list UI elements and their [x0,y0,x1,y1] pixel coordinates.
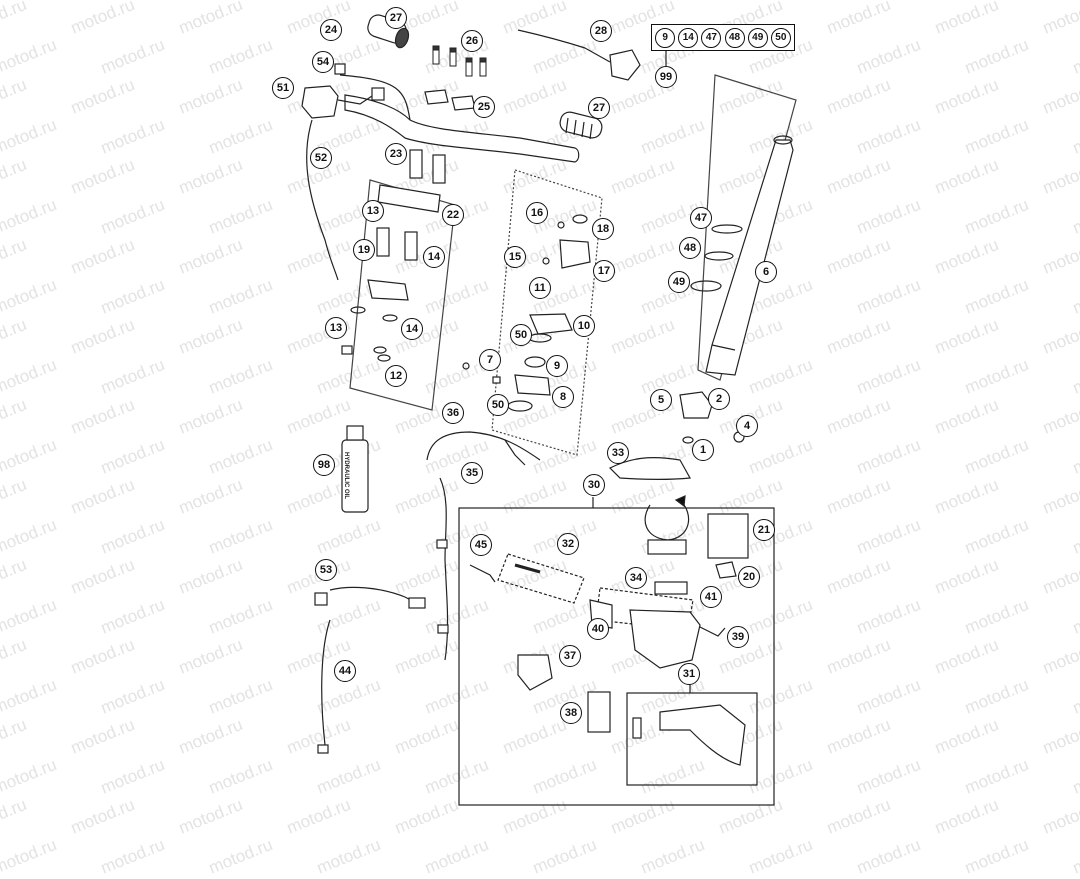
callout-c1: 1 [692,439,714,461]
callout-c22: 22 [442,204,464,226]
callout-c27b: 27 [588,97,610,119]
upper-bracket [529,313,573,335]
callout-c2: 2 [708,388,730,410]
exploded-view-drawing [301,14,797,806]
callout-c50b: 50 [487,394,509,416]
watermark-text: motod.ru [422,834,492,878]
clamp-bolts [432,45,487,77]
callout-c54: 54 [312,51,334,73]
kit-item-callout: 48 [724,27,745,48]
fork-tube [705,139,794,376]
callout-c53: 53 [315,559,337,581]
callout-c49: 49 [668,271,690,293]
kit-item-callout: 49 [747,27,768,48]
callout-c21: 21 [753,519,775,541]
kit-item-callout: 50 [770,27,791,48]
callout-c4: 4 [736,415,758,437]
watermark-text: motod.ru [1070,834,1080,878]
callout-c11: 11 [529,277,551,299]
callout-c17: 17 [593,260,615,282]
kit-item-callout: 9 [655,27,676,48]
callout-c20: 20 [738,566,760,588]
callout-c37: 37 [559,645,581,667]
watermark-text: motod.ru [530,834,600,878]
callout-c13b: 13 [325,317,347,339]
brake-lever-33 [608,457,691,481]
callout-c44: 44 [334,660,356,682]
watermark-text: motod.ru [962,834,1032,878]
callout-c40: 40 [587,618,609,640]
callout-c32: 32 [557,533,579,555]
master-cylinder-body [629,609,701,669]
callout-c15: 15 [504,246,526,268]
callout-c10: 10 [573,315,595,337]
kit-item-callout: 14 [678,27,699,48]
callout-c24: 24 [320,19,342,41]
callout-c26: 26 [461,30,483,52]
bottle-label: HYDRAULIC OIL [343,452,349,499]
watermark-text: motod.ru [638,834,708,878]
callout-c18: 18 [592,218,614,240]
callout-c25: 25 [473,96,495,118]
callout-c34: 34 [625,567,647,589]
callout-c30: 30 [583,474,605,496]
watermark-text: motod.ru [746,834,816,878]
callout-c39: 39 [727,626,749,648]
callout-c23: 23 [385,143,407,165]
watermark-text: motod.ru [854,834,924,878]
callout-c35: 35 [461,462,483,484]
kit-item-callout: 47 [701,27,722,48]
callout-c52: 52 [310,147,332,169]
brake-master-cylinder-box [458,507,775,806]
callout-c51: 51 [272,77,294,99]
callout-c5: 5 [650,389,672,411]
callout-c47: 47 [690,207,712,229]
callout-c28: 28 [590,20,612,42]
callout-c13a: 13 [362,200,384,222]
watermark-text: motod.ru [206,834,276,878]
callout-c7: 7 [479,349,501,371]
callout-c16: 16 [526,202,548,224]
callout-c6: 6 [755,261,777,283]
callout-c38: 38 [560,702,582,724]
callout-c50a: 50 [510,324,532,346]
callout-c14b: 14 [401,318,423,340]
callout-c36: 36 [442,402,464,424]
callout-c41: 41 [700,586,722,608]
callout-c27a: 27 [385,7,407,29]
kit-number-callout: 99 [655,66,677,88]
center-assembly-frame [491,169,603,456]
fork-tube-frame [697,74,797,381]
rotation-arrow-icon [644,499,690,541]
callout-c98: 98 [313,454,335,476]
watermark-text: motod.ru [98,834,168,878]
lower-clamp-left [367,279,409,301]
callout-c8: 8 [552,386,574,408]
right-grip [559,111,603,140]
callout-c14a: 14 [423,246,445,268]
throttle-housing [609,49,641,81]
callout-c31: 31 [678,663,700,685]
watermark-text: motod.ru [0,834,60,878]
callout-c45: 45 [470,534,492,556]
callout-c33: 33 [607,442,629,464]
master-cylinder-left [301,85,339,119]
watermark-text: motod.ru [314,834,384,878]
callout-c12: 12 [385,365,407,387]
callout-c9: 9 [546,355,568,377]
callout-c48: 48 [679,237,701,259]
callout-c19: 19 [353,239,375,261]
